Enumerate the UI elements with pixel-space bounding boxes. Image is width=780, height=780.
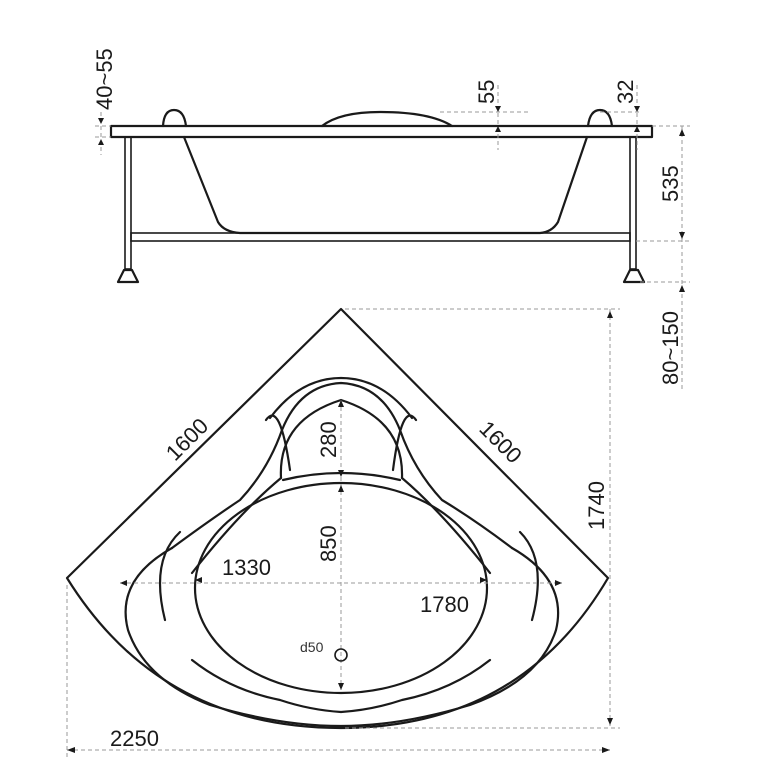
tub-rim [109,124,654,139]
inner-basin [193,481,489,695]
outer-lobes [124,546,560,728]
side-right-label: 1600 [474,416,526,468]
upper-crescents [190,476,492,575]
left-handle-bump [161,108,188,128]
side-lobe-inner [158,530,539,622]
headrest-length-label: 280 [316,421,341,458]
side-left-label: 1600 [161,413,213,465]
depth-label: 1740 [584,481,609,530]
cross-bar [130,232,631,242]
drain-hole [334,648,348,662]
headrest-height-label: 55 [474,80,499,104]
rim-adjust-label: 40~55 [92,48,117,110]
left-leg [124,136,132,270]
tub-depth-label: 535 [658,165,683,202]
side-view: 40~55 55 32 535 80~150 [92,48,690,390]
right-handle-bump [586,108,614,128]
tub-outline [65,307,610,730]
inner-depth-label: 850 [316,525,341,562]
leg-adjust-label: 80~150 [658,311,683,385]
outer-inner-width-label: 1780 [420,592,469,617]
outer-rim-line [170,381,514,550]
inner-width-label: 1330 [222,555,271,580]
left-foot [116,268,140,284]
lower-seat [190,658,492,714]
right-leg [629,136,637,270]
headrest-frame [264,376,418,472]
right-foot [622,268,646,284]
rim-thickness-label: 32 [613,80,638,104]
width-label: 2250 [110,726,159,751]
drain-label: d50 [300,639,324,655]
tub-bowl [182,135,589,235]
headrest-bump [320,110,454,128]
top-view: 1600 1600 1740 2250 280 850 1330 1780 d5… [65,307,620,760]
